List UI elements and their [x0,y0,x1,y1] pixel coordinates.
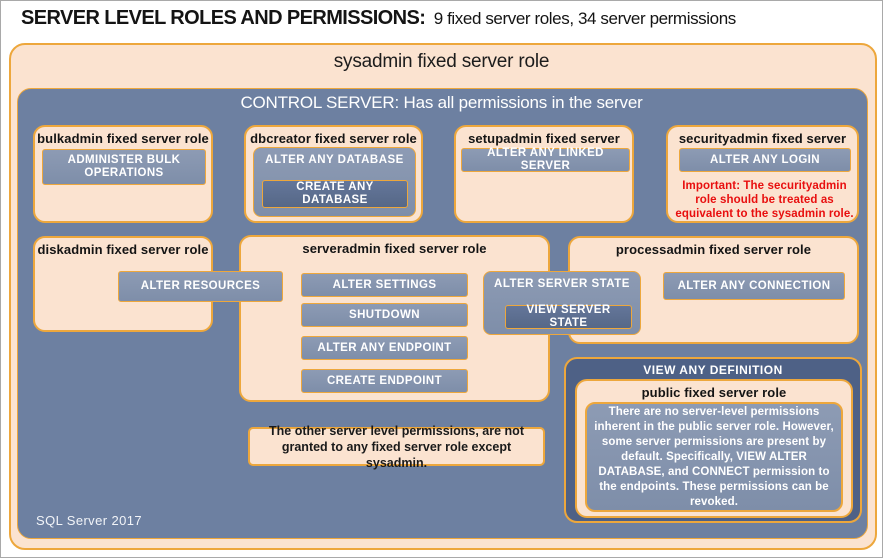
securityadmin-warning-text: Important: The securityadmin role should… [675,180,854,220]
dbcreator-role-box: dbcreator fixed server role ALTER ANY DA… [244,125,423,223]
control-server-label: CONTROL SERVER: Has all permissions in t… [240,93,643,112]
public-role-title: public fixed server role [641,385,787,400]
view-any-definition-container: VIEW ANY DEFINITION public fixed server … [564,357,862,523]
sysadmin-role-label: sysadmin fixed server role [333,51,550,72]
page-title-main: SERVER LEVEL ROLES AND PERMISSIONS: [21,7,426,29]
serveradmin-role-title: serveradmin fixed server role [302,241,487,256]
sql-server-version-label: SQL Server 2017 [36,513,142,528]
serveradmin-role-box: serveradmin fixed server role ALTER SETT… [239,235,550,402]
perm-alter-any-database-group: ALTER ANY DATABASE CREATE ANY DATABASE [253,147,416,217]
perm-view-server-state: VIEW SERVER STATE [505,304,632,329]
diskadmin-role-title: diskadmin fixed server role [37,242,209,257]
perm-shutdown: SHUTDOWN [301,303,468,327]
page-title-subtitle: 9 fixed server roles, 34 server permissi… [433,9,737,28]
perm-alter-any-login: ALTER ANY LOGIN [679,148,851,172]
perm-create-endpoint: CREATE ENDPOINT [301,369,468,393]
bulkadmin-role-title: bulkadmin fixed server role [37,131,209,146]
perm-view-any-definition: VIEW ANY DEFINITION [643,363,783,377]
processadmin-role-title: processadmin fixed server role [615,242,812,257]
perm-alter-resources: ALTER RESOURCES [118,271,283,302]
perm-alter-any-database: ALTER ANY DATABASE [265,154,404,166]
perm-alter-any-endpoint: ALTER ANY ENDPOINT [301,336,468,360]
other-permissions-note: The other server level permissions, are … [248,424,545,470]
perm-alter-server-state: ALTER SERVER STATE [494,278,630,290]
securityadmin-role-box: securityadmin fixed server role ALTER AN… [666,125,859,223]
perm-create-any-database: CREATE ANY DATABASE [262,180,408,208]
public-role-description: There are no server-level permissions in… [585,402,843,512]
perm-administer-bulk-operations: ADMINISTER BULK OPERATIONS [42,149,206,185]
page-title: SERVER LEVEL ROLES AND PERMISSIONS: 9 fi… [21,7,736,30]
perm-alter-any-connection: ALTER ANY CONNECTION [663,272,845,300]
public-role-box: public fixed server role There are no se… [575,379,853,518]
perm-alter-settings: ALTER SETTINGS [301,273,468,297]
bulkadmin-role-box: bulkadmin fixed server role ADMINISTER B… [33,125,213,223]
perm-alter-any-linked-server: ALTER ANY LINKED SERVER [461,147,630,172]
dbcreator-role-title: dbcreator fixed server role [250,131,417,146]
perm-alter-server-state-group: ALTER SERVER STATE VIEW SERVER STATE [483,271,641,335]
setupadmin-role-box: setupadmin fixed server role ALTER ANY L… [454,125,634,223]
